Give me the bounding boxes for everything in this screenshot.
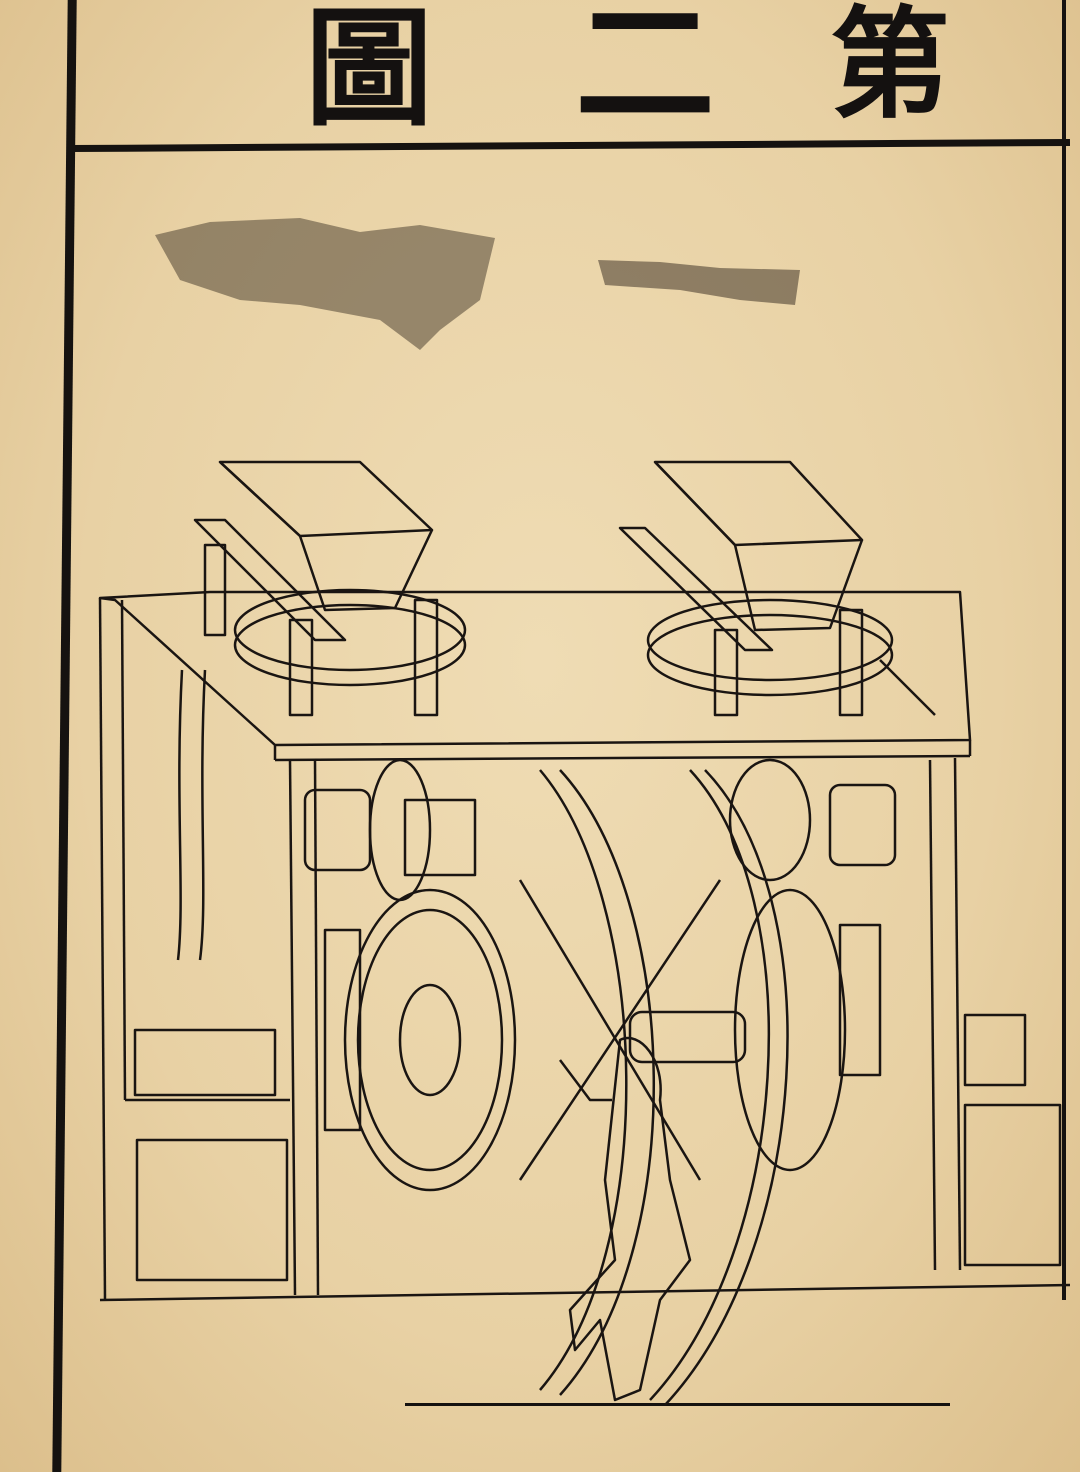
hopper-right [618, 460, 936, 717]
worker-figure [559, 1036, 692, 1402]
pinions [303, 783, 897, 1132]
bottom-line [405, 1403, 950, 1406]
title-char-di: 第 [830, 0, 950, 135]
table-top [98, 590, 972, 762]
title-char-er: 二 [575, 0, 716, 147]
gear-right [728, 758, 847, 1172]
treadwheel [518, 769, 789, 1406]
hopper-left [193, 460, 467, 717]
right-border-line [1062, 0, 1066, 1300]
ink-smudge [155, 218, 800, 350]
title-char-tu: 圖 [305, 0, 434, 144]
